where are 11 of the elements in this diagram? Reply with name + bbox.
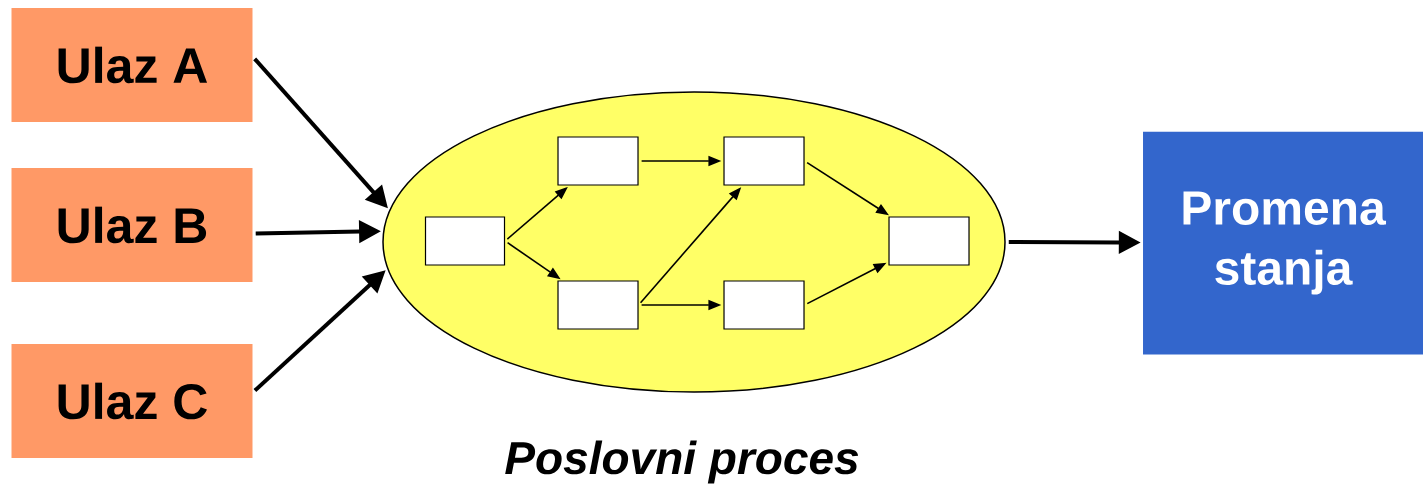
empty-box [888,216,970,266]
result-box: Promena stanja [1143,131,1423,355]
empty-box [557,280,639,330]
node-label: Poslovni proces [505,440,859,484]
empty-box [723,136,805,186]
input-box: Ulaz B [11,168,253,282]
input-box: Ulaz A [11,8,253,122]
empty-box [424,216,506,266]
input-box: Ulaz C [11,344,253,458]
empty-box [723,280,805,330]
empty-box [557,136,639,186]
